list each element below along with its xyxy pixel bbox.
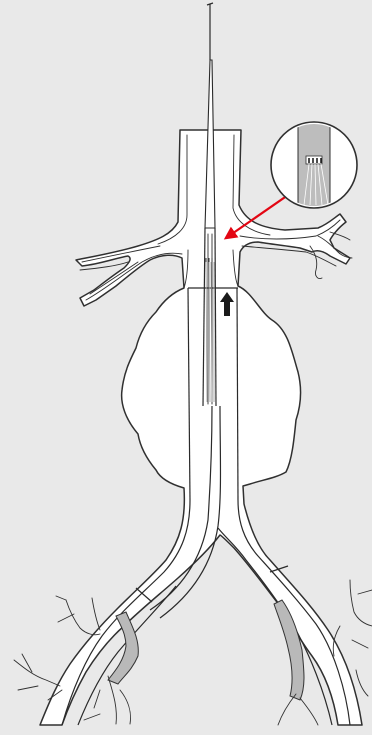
guide-wire xyxy=(205,3,215,228)
magnified-detail-circle xyxy=(271,120,357,210)
aorta-vessel xyxy=(40,130,362,725)
aorta-outline xyxy=(40,130,362,725)
